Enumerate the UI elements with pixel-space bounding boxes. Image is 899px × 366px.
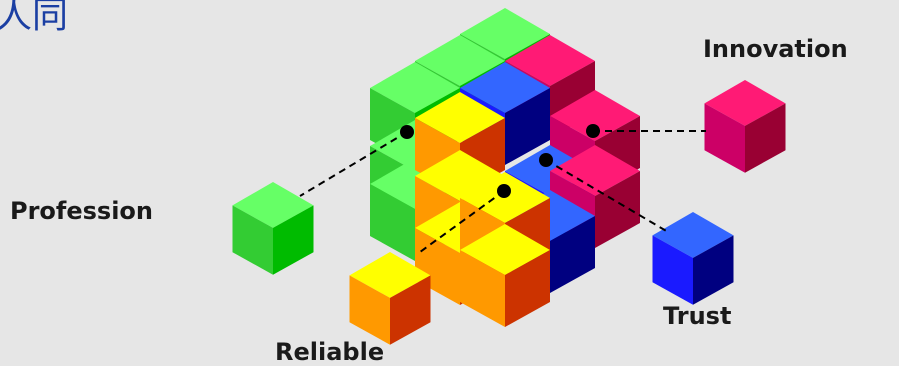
profession-dot: [400, 125, 414, 139]
trust-cube: [653, 212, 734, 305]
innovation-dot: [586, 124, 600, 138]
innovation-label: Innovation: [703, 35, 848, 63]
trust-label: Trust: [663, 302, 731, 330]
reliable-dot: [497, 184, 511, 198]
profession-label: Profession: [10, 197, 153, 225]
reliable-label: Reliable: [275, 338, 384, 366]
innovation-cube: [705, 80, 786, 173]
trust-dot: [539, 153, 553, 167]
